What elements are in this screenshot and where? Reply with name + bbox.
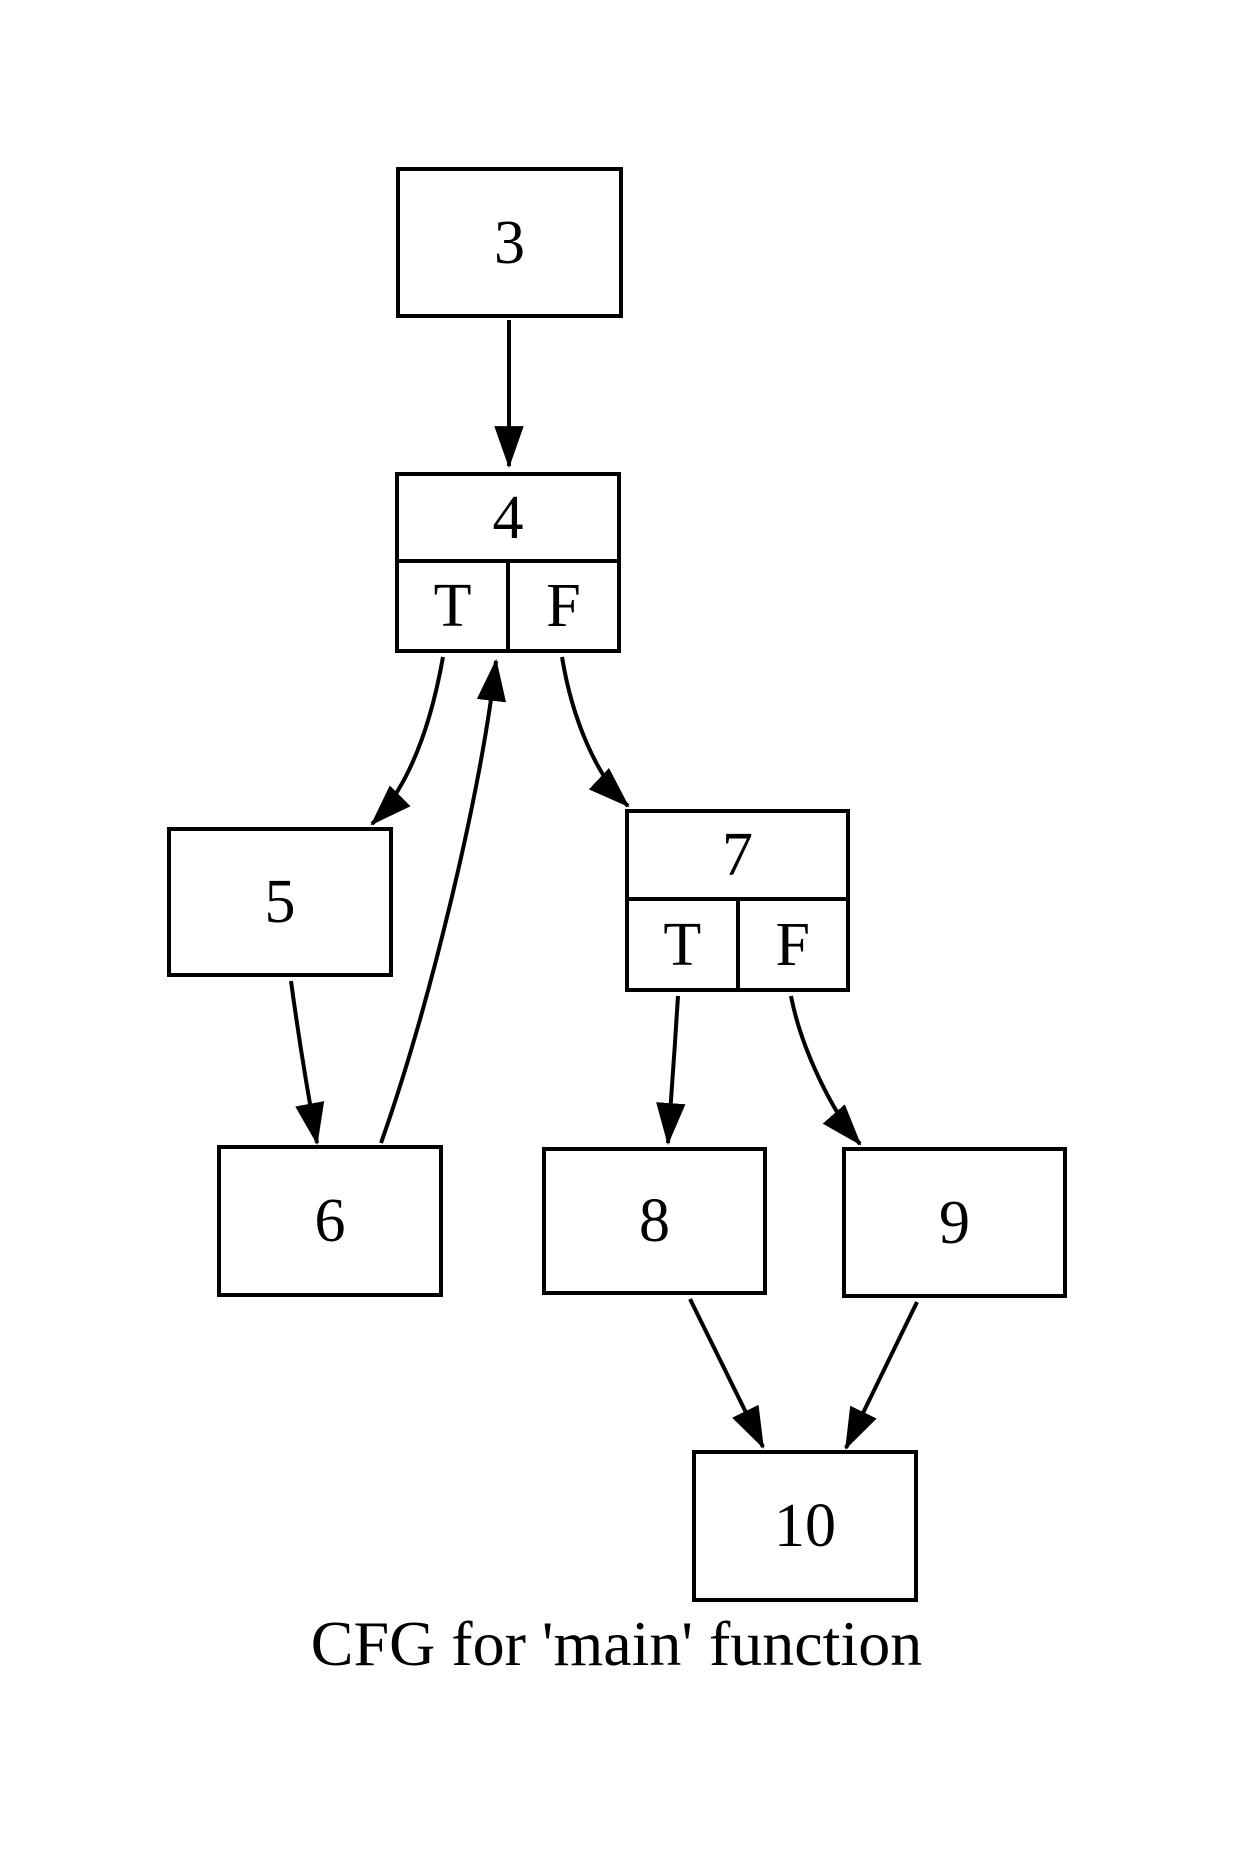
node-10-label: 10: [774, 1492, 836, 1560]
node-6-label: 6: [314, 1187, 346, 1255]
basic-block-node-9: 9: [842, 1147, 1067, 1298]
node-7-false-port: F: [775, 910, 810, 979]
edge-6-4: [379, 658, 507, 1144]
node-7-true-port: T: [629, 901, 740, 988]
basic-block-node-7: 7 T F: [625, 809, 850, 992]
node-5-label: 5: [264, 868, 296, 936]
node-4-branch-row: T F: [399, 559, 617, 649]
edge-7-8: [656, 995, 686, 1146]
edge-4-7: [560, 656, 630, 808]
edge-8-10: [688, 1298, 765, 1449]
node-7-branch-row: T F: [629, 897, 846, 988]
basic-block-node-3: 3: [396, 167, 623, 318]
edge-9-10: [844, 1301, 919, 1450]
edge-5-6: [289, 980, 325, 1146]
node-9-label: 9: [939, 1188, 970, 1257]
basic-block-node-5: 5: [167, 827, 393, 977]
node-4-true-port: T: [399, 563, 510, 649]
basic-block-node-10: 10: [692, 1450, 918, 1602]
basic-block-node-8: 8: [542, 1147, 767, 1295]
basic-block-node-4: 4 T F: [395, 472, 621, 653]
basic-block-node-6: 6: [217, 1145, 443, 1297]
node-3-label: 3: [494, 208, 525, 277]
node-7-label: 7: [722, 821, 753, 889]
node-8-label: 8: [639, 1187, 670, 1255]
edge-4-5: [370, 656, 445, 826]
node-4-false-port: F: [546, 572, 581, 640]
graph-title: CFG for 'main' function: [310, 1608, 923, 1679]
edge-7-9: [789, 995, 862, 1146]
node-4-label: 4: [492, 483, 524, 552]
